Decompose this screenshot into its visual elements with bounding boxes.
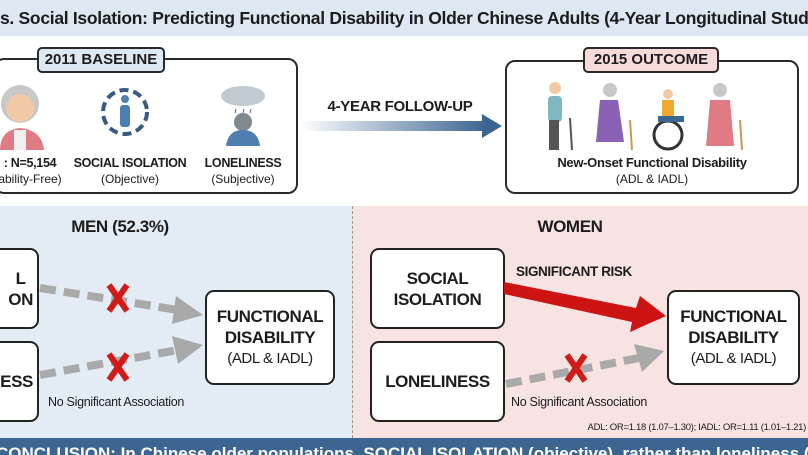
outcome-line3: (ADL & IADL) [227,350,313,367]
conclusion-text: CONCLUSION: In Chinese older populations… [0,444,808,455]
box-line1: SOCIAL [406,268,469,288]
box-line2: ISOLATION [393,289,482,309]
men-arrows [39,283,203,382]
outcome-tag: 2015 OUTCOME [583,47,719,73]
page-title: s. Social Isolation: Predicting Function… [0,8,808,28]
social-isolation-label: SOCIAL ISOLATION [73,156,187,170]
sample-size-label: : N=5,154 [3,156,57,170]
arrowhead-icon [172,296,203,324]
x-mark-icon [106,352,130,382]
social-isolation-sub: (Objective) [100,172,159,186]
women-no-association-note: No Significant Association [511,395,648,409]
sample-size-sub: ability-Free) [0,172,62,186]
x-mark-icon [564,353,588,383]
outcome-line1: FUNCTIONAL [680,307,787,326]
loneliness-label: LONELINESS [204,156,282,170]
significant-risk-label: SIGNIFICANT RISK [516,264,632,279]
disabled-older-adults-icon [548,82,743,151]
title-bar [0,0,808,36]
outcome-label: New-Onset Functional Disability [557,155,747,170]
outcome-sub: (ADL & IADL) [615,172,689,186]
men-social-isolation-box: L ON [0,248,39,329]
women-loneliness-box: LONELINESS [370,341,505,422]
men-loneliness-box: ESS [0,341,39,422]
isolated-person-icon [101,88,149,136]
outcome-line3: (ADL & IADL) [690,350,777,367]
followup-label: 4-YEAR FOLLOW-UP [327,98,473,115]
arrowhead-icon [634,344,664,372]
men-no-association-note: No Significant Association [48,395,185,409]
older-woman-icon [0,85,44,150]
men-loneliness-arrow [39,346,179,379]
loneliness-sub: (Subjective) [211,172,275,186]
baseline-tag: 2011 BASELINE [37,47,165,73]
conclusion-bar: CONCLUSION: In Chinese older populations… [0,438,808,455]
outcome-line1: FUNCTIONAL [216,307,324,326]
women-functional-disability-box: FUNCTIONAL DISABILITY (ADL & IADL) [667,290,800,385]
outcome-line2: DISABILITY [688,328,779,347]
women-isolation-risk-arrow [504,282,666,332]
women-odds-ratio-stats: ADL: OR=1.18 (1.07–1.30); IADL: OR=1.11 … [587,422,807,433]
women-title: WOMEN [537,217,603,236]
men-title: MEN (52.3%) [71,217,169,236]
men-functional-disability-box: FUNCTIONAL DISABILITY (ADL & IADL) [205,290,335,385]
followup-arrow-icon [300,114,502,138]
arrowhead-icon [172,336,203,364]
women-arrows [504,282,666,388]
x-mark-icon [106,283,130,313]
sad-person-rain-icon [221,86,265,146]
outcome-line2: DISABILITY [224,328,316,347]
